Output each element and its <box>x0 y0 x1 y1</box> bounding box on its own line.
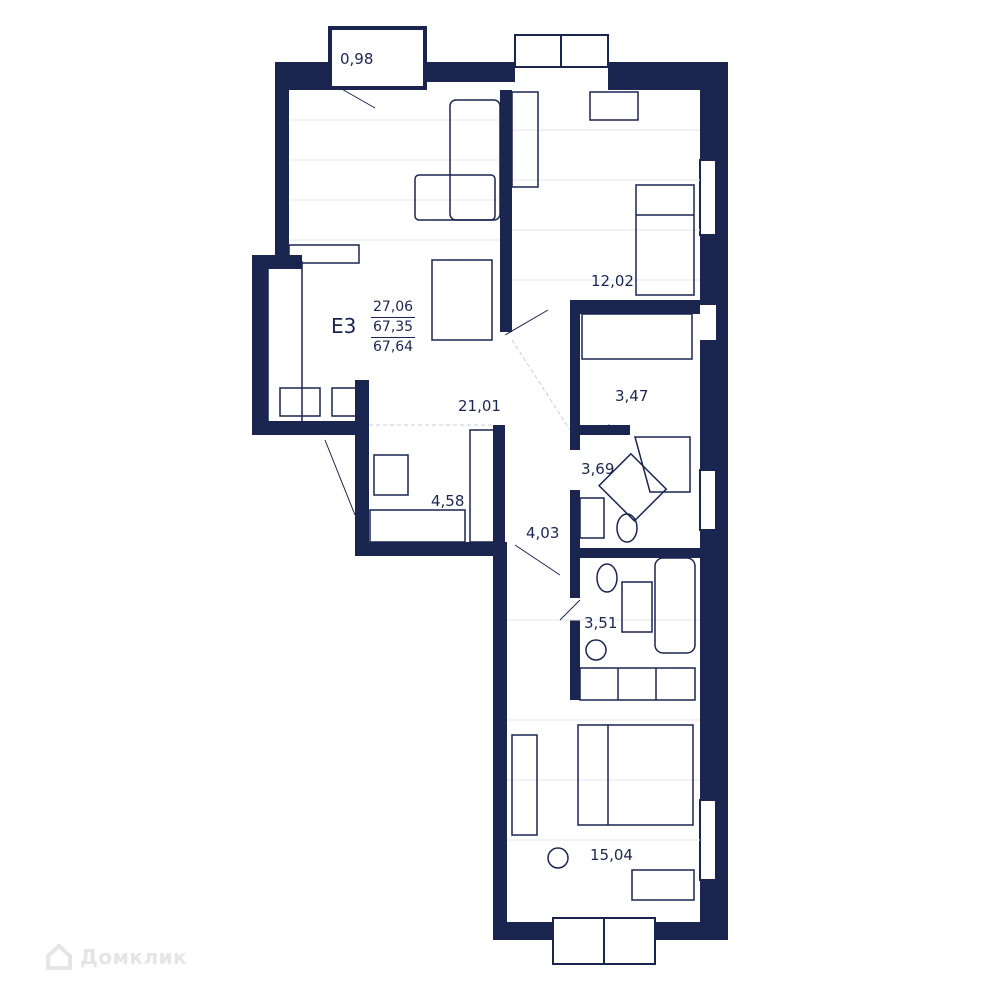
room-area-kitchen-living: 21,01 <box>458 397 501 415</box>
plan-code: Е3 <box>331 314 357 338</box>
room-area-entry-hall: 4,58 <box>431 492 465 510</box>
floor-pattern <box>290 119 700 841</box>
room-area-storage: 3,47 <box>615 387 649 405</box>
walls <box>252 62 728 940</box>
plan-areas: 27,06 67,35 67,64 <box>371 298 416 357</box>
room-separators <box>369 339 571 431</box>
house-logo-icon <box>46 943 72 970</box>
room-area-corridor: 4,03 <box>526 524 560 542</box>
balcony-outline <box>328 26 427 90</box>
room-area-bathroom: 3,69 <box>581 460 615 478</box>
room-area-bathroom-2: 3,51 <box>584 614 618 632</box>
doors <box>324 87 611 621</box>
windows <box>514 34 717 965</box>
total-area-with-balcony: 67,64 <box>373 339 414 355</box>
brand-watermark: Домклик <box>44 942 187 972</box>
room-area-bedroom-small: 12,02 <box>591 272 634 290</box>
room-area-balcony: 0,98 <box>340 50 374 68</box>
brand-name: Домклик <box>80 945 188 969</box>
total-area: 67,35 <box>371 318 416 338</box>
furniture <box>267 91 696 901</box>
living-area: 27,06 <box>371 298 416 318</box>
room-area-bedroom-large: 15,04 <box>590 846 633 864</box>
